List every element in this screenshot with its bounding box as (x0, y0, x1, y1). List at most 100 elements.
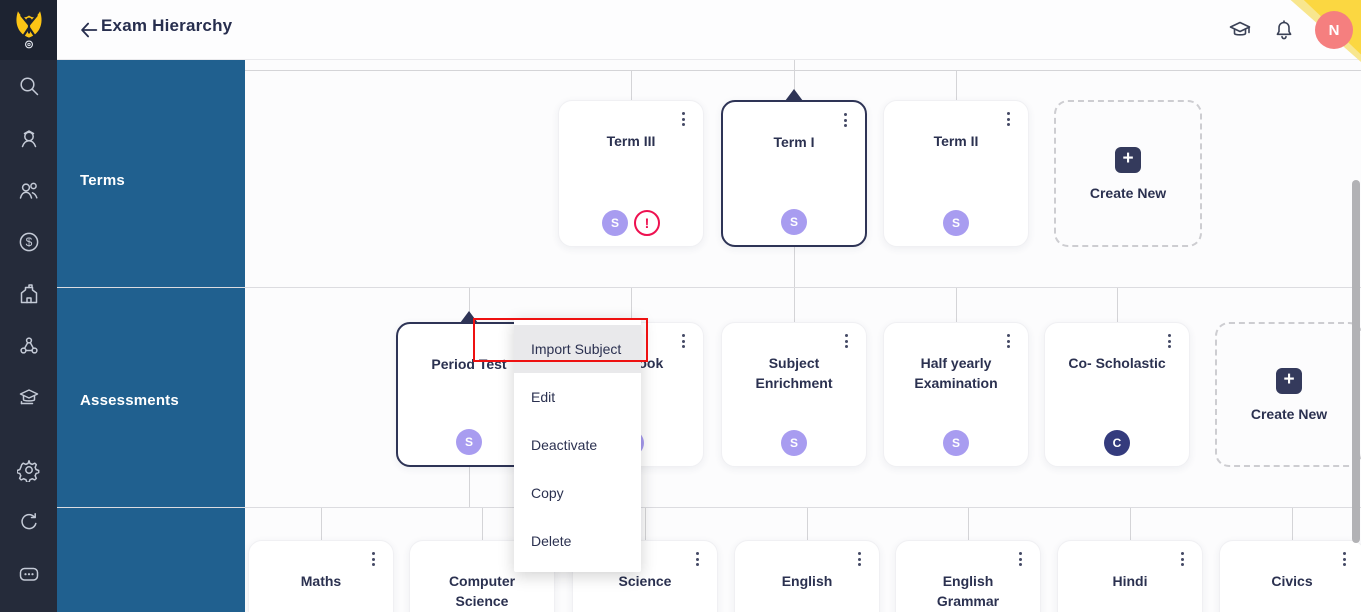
connector-line (245, 70, 1361, 71)
section-label-terms: Terms (80, 172, 125, 189)
connector-line (794, 287, 795, 322)
school-building-icon[interactable] (0, 268, 57, 320)
kebab-menu-icon[interactable] (690, 552, 704, 572)
badge-row: C (1045, 430, 1189, 456)
row-divider (57, 287, 1361, 288)
card-title: Subject Enrichment (755, 355, 833, 391)
connector-line (1117, 287, 1118, 322)
card-title: Term II (933, 133, 979, 149)
menu-item-import-subject[interactable]: Import Subject (514, 325, 641, 373)
status-badge-s: S (602, 210, 628, 236)
finance-dollar-icon[interactable]: $ (0, 216, 57, 268)
kebab-menu-icon[interactable] (839, 334, 853, 354)
warning-icon (634, 210, 660, 236)
plus-icon (1276, 367, 1302, 394)
kebab-menu-icon[interactable] (1001, 112, 1015, 132)
card-title: English Grammar (936, 573, 1000, 609)
connector-line (807, 507, 808, 540)
bell-icon[interactable] (1271, 17, 1297, 43)
card-computer-science[interactable]: Computer Science (409, 540, 555, 612)
connector-line (968, 507, 969, 540)
badge-row: S (723, 209, 865, 235)
status-badge-c: C (1104, 430, 1130, 456)
graduation-cap-icon[interactable] (1227, 17, 1253, 43)
create-new-card[interactable]: Create New (1054, 100, 1202, 247)
kebab-menu-icon[interactable] (838, 113, 852, 133)
card-english-grammar[interactable]: English Grammar (895, 540, 1041, 612)
card-title: Maths (300, 573, 342, 589)
kebab-menu-icon[interactable] (676, 112, 690, 132)
badge-row: S (559, 210, 703, 236)
status-badge-s: S (943, 430, 969, 456)
kebab-menu-icon[interactable] (1001, 334, 1015, 354)
section-panel: Terms Assessments (57, 60, 245, 612)
connector-line (794, 60, 795, 70)
card-title: Co- Scholastic (1068, 355, 1166, 371)
menu-item-deactivate[interactable]: Deactivate (531, 437, 598, 453)
create-new-card[interactable]: Create New (1215, 322, 1361, 467)
vertical-scrollbar-thumb[interactable] (1352, 180, 1360, 543)
connector-line (956, 287, 957, 322)
badge-row: S (398, 429, 540, 455)
connector-line (631, 287, 632, 322)
kebab-menu-icon[interactable] (676, 334, 690, 354)
status-badge-s: S (943, 210, 969, 236)
menu-item-copy[interactable]: Copy (531, 485, 564, 501)
card-title: Half yearly Examination (914, 355, 998, 391)
student-icon[interactable] (0, 112, 57, 164)
kebab-menu-icon[interactable] (1175, 552, 1189, 572)
card-title: English (781, 573, 833, 589)
card-term-ii[interactable]: Term II S (883, 100, 1029, 247)
row-divider (57, 507, 1361, 508)
menu-item-edit[interactable]: Edit (531, 389, 556, 405)
icon-sidebar: $ (0, 0, 57, 612)
connector-line (1292, 507, 1293, 540)
kebab-menu-icon[interactable] (852, 552, 866, 572)
card-hindi[interactable]: Hindi (1057, 540, 1203, 612)
card-maths[interactable]: Maths (248, 540, 394, 612)
education-cap-icon[interactable] (0, 372, 57, 424)
status-badge-s: S (456, 429, 482, 455)
user-avatar[interactable]: N (1315, 11, 1353, 49)
kebab-menu-icon[interactable] (366, 552, 380, 572)
connector-line (482, 507, 483, 540)
section-label-assessments: Assessments (80, 392, 179, 409)
card-civics[interactable]: Civics (1219, 540, 1361, 612)
connector-line (469, 467, 470, 507)
kebab-menu-icon[interactable] (1013, 552, 1027, 572)
kebab-menu-icon[interactable] (1337, 552, 1351, 572)
plus-icon (1115, 146, 1141, 173)
card-english[interactable]: English (734, 540, 880, 612)
badge-row: S (884, 210, 1028, 236)
card-title: Science (618, 573, 672, 589)
settings-gear-icon[interactable] (0, 444, 57, 496)
card-term-iii[interactable]: Term III S (558, 100, 704, 247)
card-title: Hindi (1112, 573, 1148, 589)
status-badge-s: S (781, 209, 807, 235)
badge-row: S (884, 430, 1028, 456)
network-icon[interactable] (0, 320, 57, 372)
connector-line (645, 507, 646, 540)
back-arrow-icon[interactable] (73, 14, 105, 46)
kebab-menu-icon[interactable] (1162, 334, 1176, 354)
connector-line (469, 287, 470, 322)
app-logo[interactable] (0, 0, 57, 60)
menu-item-delete[interactable]: Delete (531, 533, 572, 549)
search-icon[interactable] (0, 60, 57, 112)
more-ellipsis-icon[interactable] (0, 548, 57, 600)
people-icon[interactable] (0, 164, 57, 216)
connector-line (321, 507, 322, 540)
create-new-label: Create New (1089, 184, 1167, 201)
page-title: Exam Hierarchy (101, 16, 233, 35)
card-title: Term III (606, 133, 656, 149)
refresh-icon[interactable] (0, 496, 57, 548)
card-title: Civics (1271, 573, 1313, 589)
connector-line (794, 247, 795, 287)
